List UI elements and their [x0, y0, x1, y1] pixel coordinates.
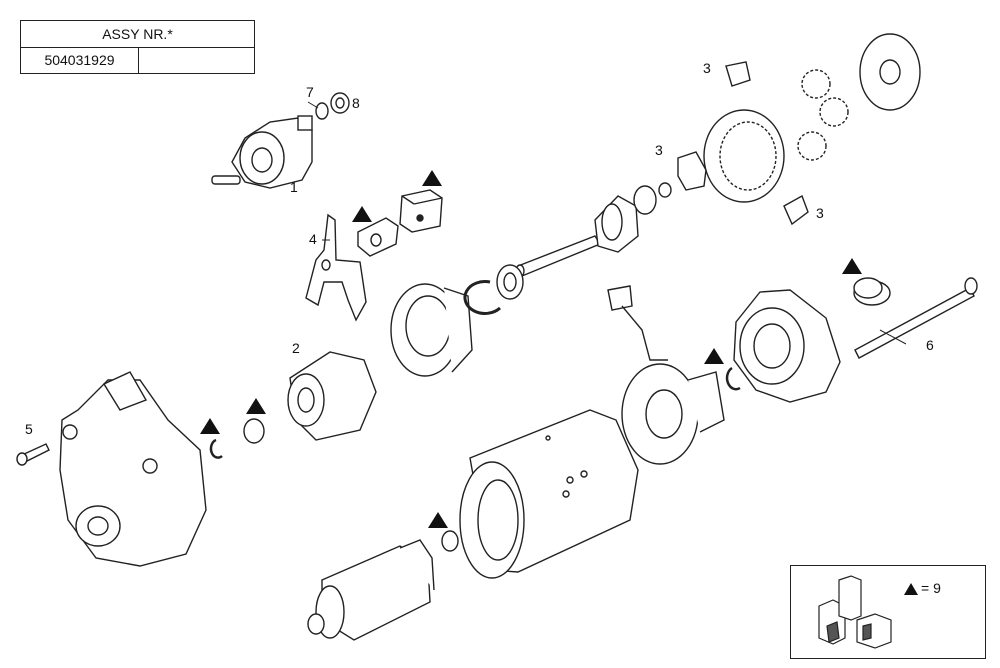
- callout-2: 2: [292, 340, 300, 356]
- rubber-block-part: [399, 189, 443, 233]
- stop-ring-part: [243, 418, 265, 444]
- assy-number: 504031929: [21, 48, 139, 73]
- ring-gear-part: [703, 109, 785, 203]
- callout-1: 1: [290, 179, 298, 195]
- triangle-marker-icon: [422, 170, 442, 186]
- triangle-markers: [200, 170, 862, 528]
- pinion-clutch-part: [287, 351, 377, 441]
- clip-part: [725, 366, 741, 391]
- parts-kit-icon: [818, 575, 892, 649]
- bushing-pad-part: [783, 194, 809, 226]
- callout-7: 7: [306, 84, 314, 100]
- callout-4: 4: [309, 231, 317, 247]
- triangle-marker-icon: [904, 583, 918, 595]
- legend-box: = 9: [790, 565, 986, 659]
- assy-row: 504031929: [21, 48, 254, 73]
- solenoid-part: [211, 115, 313, 189]
- triangle-marker-icon: [352, 206, 372, 222]
- callout-3b: 3: [655, 142, 663, 158]
- triangle-marker-icon: [704, 348, 724, 364]
- drive-end-housing-part: [59, 371, 207, 567]
- callout-6: 6: [926, 337, 934, 353]
- bushing-part: [853, 277, 891, 306]
- field-housing-part: [459, 409, 639, 579]
- callout-3c: 3: [816, 205, 824, 221]
- circlip-part: [209, 438, 223, 459]
- pinion-shaft-part: [496, 195, 639, 300]
- legend-label: = 9: [921, 580, 941, 596]
- snap-ring-part: [463, 280, 502, 315]
- fork-lever-part: [305, 213, 367, 322]
- armature-part: [307, 539, 435, 641]
- assy-number-table: ASSY NR.* 504031929: [20, 20, 255, 74]
- end-cover-part: [733, 289, 841, 403]
- triangle-marker-icon: [200, 418, 220, 434]
- small-washer-part: [315, 92, 350, 120]
- mounting-bolt-part: [16, 443, 50, 466]
- callout-5: 5: [25, 421, 33, 437]
- planet-gear-part: [797, 69, 849, 161]
- bushing-pad-part: [677, 151, 707, 191]
- pivot-pin-part: [357, 217, 399, 257]
- triangle-marker-icon: [246, 398, 266, 414]
- triangle-marker-icon: [428, 512, 448, 528]
- bushing-pad-part: [725, 61, 751, 87]
- washer-part: [633, 185, 657, 215]
- brush-holder-part: [607, 285, 725, 465]
- washer-part: [441, 530, 459, 552]
- intermediate-plate-part: [390, 283, 473, 377]
- assy-header: ASSY NR.*: [21, 21, 254, 48]
- planet-carrier-plate-part: [859, 33, 921, 111]
- triangle-marker-icon: [842, 258, 862, 274]
- through-bolt-part: [854, 277, 978, 359]
- callout-8: 8: [352, 95, 360, 111]
- callout-labels: 1 2 3 3 3 4 5 6 7 8: [25, 60, 934, 437]
- callout-3a: 3: [703, 60, 711, 76]
